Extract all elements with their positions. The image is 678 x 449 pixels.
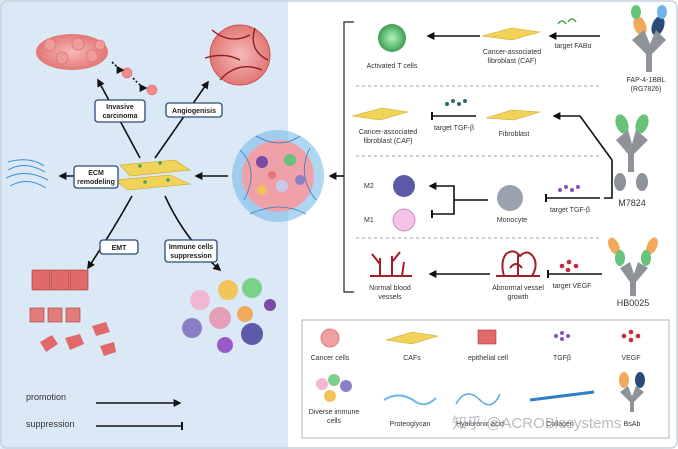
m2-macrophage-icon xyxy=(393,175,415,197)
key-bsab: BsAb xyxy=(624,421,641,428)
tgfb-molecule-icon-2 xyxy=(558,185,580,192)
invasive-carcinoma-label-2: carcinoma xyxy=(102,113,137,120)
key-epithelial-icon xyxy=(477,329,497,345)
key-collagen: Collagen xyxy=(546,421,574,428)
ecm-label-2: remodeling xyxy=(77,179,115,186)
target-vegf-label: target VEGF xyxy=(553,283,592,290)
target-fap-label: target FABα xyxy=(554,43,591,50)
caf-mid-label-1: Cancer-associated xyxy=(359,129,417,136)
invasive-carcinoma-label-1: Invasive xyxy=(106,104,134,111)
key-cancer-cells: Cancer cells xyxy=(311,355,350,362)
angiogenesis-image xyxy=(204,24,271,86)
key-immune-icon xyxy=(316,374,352,402)
key-tgfb-icon xyxy=(554,331,570,341)
m1-macrophage-icon xyxy=(392,208,416,232)
hb0025-antibody-icon xyxy=(608,237,658,296)
ecm-label-1: ECM xyxy=(88,170,104,177)
ecm-fibers-image xyxy=(5,159,49,189)
activated-t-cell-icon xyxy=(378,24,406,52)
fap-name-1: FAP-4-1BBL xyxy=(627,77,666,84)
angiogenesis-label: Angiogenisis xyxy=(172,108,216,115)
normal-vessels-icon xyxy=(370,251,412,277)
fibroblast-label: Fibroblast xyxy=(499,131,530,138)
vegf-molecule-icon xyxy=(559,259,579,273)
epithelial-cells-image xyxy=(29,269,116,356)
m7824-antibody-icon xyxy=(614,114,649,191)
fibroblast-icon xyxy=(485,109,541,121)
key-vegf-icon xyxy=(621,329,641,343)
caf-cluster-left xyxy=(114,159,192,191)
ecm-remodeling-box xyxy=(73,165,119,189)
m2-label: M2 xyxy=(364,183,374,190)
key-immune-2: cells xyxy=(327,418,342,425)
key-tgfb: TGFβ xyxy=(553,355,571,362)
caf-top-label-2: fibroblast (CAF) xyxy=(487,58,536,65)
tumor-microenvironment-image xyxy=(232,130,324,222)
caf-mid-label-2: fibroblast (CAF) xyxy=(363,138,412,145)
normal-vessels-label-1: Normal blood xyxy=(369,285,411,292)
key-hyaluronic: Hyaluronic acid xyxy=(456,421,504,428)
fap-4-1bbl-antibody-icon xyxy=(631,5,667,72)
immune-cells-image xyxy=(182,278,276,353)
key-hyaluronic-icon xyxy=(455,393,501,406)
angiogenesis-box xyxy=(165,102,223,118)
suppression-label: suppression xyxy=(26,419,75,429)
fap-name-2: (RG7826) xyxy=(631,86,662,93)
normal-vessels-label-2: vessels xyxy=(378,294,402,301)
emt-box xyxy=(99,239,139,255)
fap-molecule-icon xyxy=(557,18,577,25)
right-bracket xyxy=(343,21,354,293)
abnormal-vessels-label-1: Abnormal vessel xyxy=(492,285,544,292)
tgfb-molecule-icon-1 xyxy=(445,99,467,106)
m1-label: M1 xyxy=(364,217,374,224)
monocyte-label: Monocyte xyxy=(497,217,527,224)
immune-suppression-label-1: Immune cells xyxy=(169,244,213,251)
key-vegf: VEGF xyxy=(621,355,640,362)
key-epithelial: epithelial cell xyxy=(468,355,509,362)
immune-suppression-label-2: suppression xyxy=(170,253,212,260)
key-bsab-icon xyxy=(619,372,645,412)
key-proteoglycan-icon xyxy=(383,394,437,406)
immune-suppression-box xyxy=(164,239,218,263)
target-tgfb-label-2: target TGF-β xyxy=(550,207,590,214)
activated-t-cells-label: Activated T cells xyxy=(367,63,418,70)
key-caf-icon xyxy=(385,331,439,345)
abnormal-vessels-label-2: growth xyxy=(507,294,528,301)
monocyte-icon xyxy=(497,185,523,211)
hb0025-label: HB0025 xyxy=(617,298,650,308)
m7824-label: M7824 xyxy=(618,198,646,208)
key-proteoglycan: Proteoglycan xyxy=(390,421,431,428)
caf-top-label-1: Cancer-associated xyxy=(483,49,541,56)
abnormal-vessels-icon xyxy=(496,250,540,277)
emt-label: EMT xyxy=(112,245,128,252)
target-tgfb-label-1: target TGF-β xyxy=(434,125,474,132)
invasive-carcinoma-box xyxy=(94,99,146,123)
key-collagen-icon xyxy=(529,390,595,402)
promotion-label: promotion xyxy=(26,392,66,402)
key-cancer-cell-icon xyxy=(320,328,340,348)
key-cafs: CAFs xyxy=(403,355,421,362)
caf-icon-mid xyxy=(351,107,409,121)
caf-icon-top xyxy=(481,27,541,41)
watermark: 知乎 @ACROBiosystems xyxy=(452,415,621,432)
key-immune-1: Diverse immune xyxy=(309,409,360,416)
